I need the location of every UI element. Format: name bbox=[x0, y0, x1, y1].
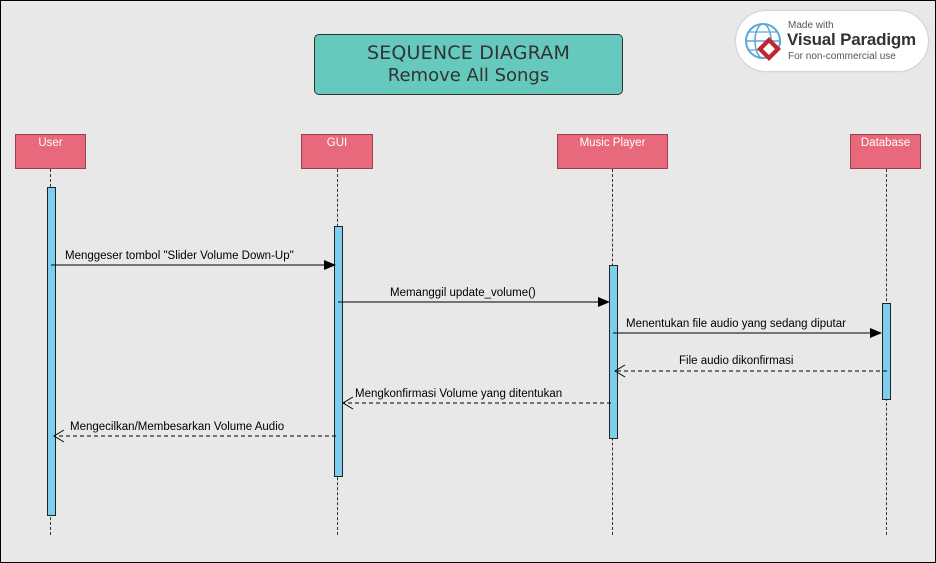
message-arrow-m2[interactable] bbox=[338, 297, 610, 307]
diagram-title: SEQUENCE DIAGRAM bbox=[366, 42, 571, 64]
badge-made-with: Made with bbox=[788, 20, 834, 31]
message-arrow-m3[interactable] bbox=[613, 328, 882, 338]
visual-paradigm-logo-icon bbox=[745, 23, 781, 61]
diagram-subtitle: Remove All Songs bbox=[387, 65, 550, 86]
diagram-title-box: SEQUENCE DIAGRAM Remove All Songs bbox=[314, 34, 623, 95]
actor-user[interactable]: User bbox=[15, 134, 86, 169]
activation-player bbox=[609, 265, 618, 439]
message-label-m4: File audio dikonfirmasi bbox=[679, 355, 794, 367]
message-arrow-m6[interactable] bbox=[53, 429, 336, 443]
message-arrow-m5[interactable] bbox=[342, 396, 611, 410]
actor-gui[interactable]: GUI bbox=[301, 134, 373, 169]
activation-gui bbox=[334, 226, 343, 477]
message-label-m2: Memanggil update_volume() bbox=[390, 287, 536, 299]
message-label-m5: Mengkonfirmasi Volume yang ditentukan bbox=[355, 388, 563, 400]
visual-paradigm-badge: Made with Visual Paradigm For non-commer… bbox=[736, 11, 928, 71]
message-arrow-m4[interactable] bbox=[614, 364, 887, 378]
message-label-m1: Menggeser tombol "Slider Volume Down-Up" bbox=[65, 250, 294, 262]
badge-note: For non-commercial use bbox=[788, 51, 896, 62]
actor-database[interactable]: Database bbox=[850, 134, 921, 169]
badge-brand: Visual Paradigm bbox=[787, 30, 916, 49]
activation-database bbox=[882, 303, 891, 400]
actor-music-player[interactable]: Music Player bbox=[557, 134, 668, 169]
message-label-m6: Mengecilkan/Membesarkan Volume Audio bbox=[70, 421, 285, 433]
activation-user bbox=[47, 187, 56, 516]
message-arrow-m1[interactable] bbox=[51, 260, 336, 270]
message-label-m3: Menentukan file audio yang sedang diputa… bbox=[626, 318, 846, 330]
